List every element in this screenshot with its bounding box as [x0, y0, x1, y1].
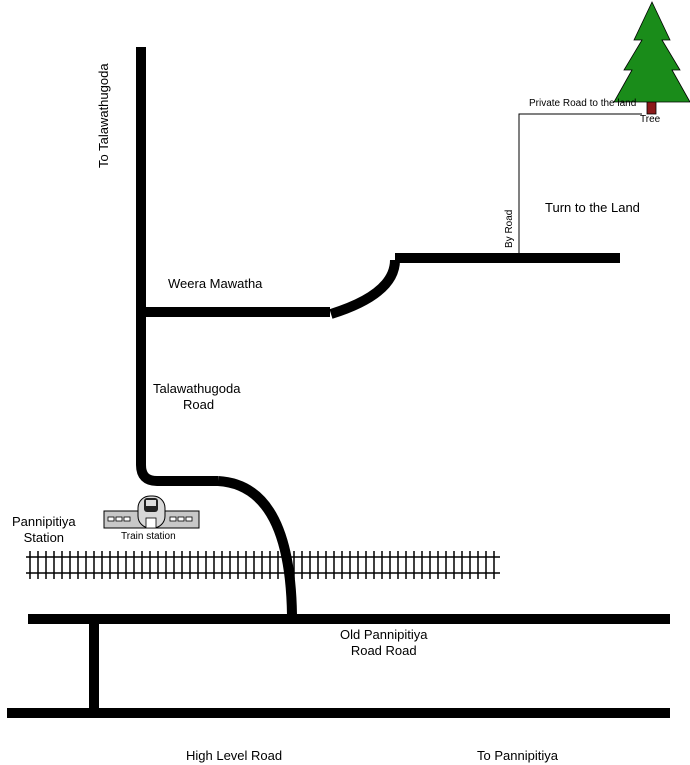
label-talawathugoda-road: Talawathugoda Road: [153, 381, 241, 413]
train-icon: [103, 495, 200, 529]
label-to-talawathugoda: To Talawathugoda: [96, 63, 111, 168]
label-by-road: By Road: [504, 209, 515, 248]
weera-mawatha-curve: [329, 259, 400, 319]
label-old-pannipitiya-road: Old Pannipitiya Road Road: [340, 627, 428, 659]
label-private-road: Private Road to the land: [529, 98, 637, 109]
label-to-pannipitiya: To Pannipitiya: [477, 748, 558, 763]
railway-track: [26, 551, 500, 579]
pine-tree-icon: [613, 1, 690, 115]
label-weera-mawatha: Weera Mawatha: [168, 276, 263, 291]
label-train-station: Train station: [121, 531, 176, 542]
label-tree: Tree: [640, 114, 661, 125]
talawathugoda-road-curve: [217, 476, 297, 616]
talawathugoda-road: [136, 47, 218, 486]
private-road: [518, 113, 642, 253]
label-high-level-road: High Level Road: [186, 748, 283, 763]
label-turn-to-land: Turn to the Land: [545, 200, 640, 215]
label-pannipitiya-station: Pannipitiya Station: [12, 514, 76, 546]
